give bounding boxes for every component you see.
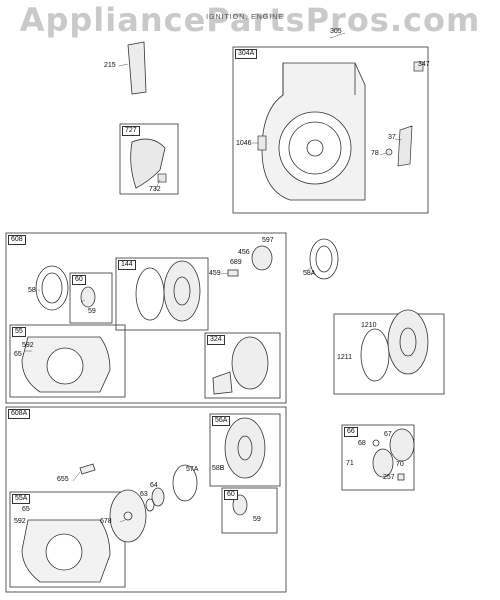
diagram-subtitle: IGNITION, ENGINE (206, 14, 284, 21)
callout-144: 144 (118, 260, 136, 270)
ratchet-324-part (212, 371, 233, 395)
callout-459: 459 (209, 270, 221, 277)
spring-64-part (151, 487, 165, 507)
ratchet-70-part (372, 448, 394, 478)
callout-70: 70 (396, 461, 404, 468)
housing-55A-opening (45, 533, 83, 571)
callout-78: 78 (371, 150, 379, 157)
callout-57A: 57A (186, 466, 199, 473)
part-347 (413, 61, 424, 72)
callout-55A: 55A (12, 494, 31, 504)
watermark-logo: AppliancePartsPros.com (19, 1, 481, 39)
screw-257-part (397, 473, 405, 481)
pulley-60b-part (232, 494, 248, 516)
group-frame-56A (209, 413, 281, 487)
callout-592: 592 (22, 342, 34, 349)
callout-63: 63 (140, 491, 148, 498)
group-frame-1210 (333, 313, 445, 395)
callout-655: 655 (57, 476, 69, 483)
bracket-215-part (127, 41, 147, 95)
spring-58A-part (309, 238, 339, 280)
callout-1046: 1046 (236, 140, 252, 147)
callout-59: 59 (88, 308, 96, 315)
callout-64: 64 (150, 482, 158, 489)
group-frame-727 (119, 123, 179, 195)
spring-57A-part (172, 464, 198, 502)
group-frame-55 (9, 324, 126, 398)
group-frame-60 (69, 272, 113, 324)
group-frame-608 (5, 232, 287, 404)
callout-1210: 1210 (361, 322, 377, 329)
callout-67: 67 (384, 431, 392, 438)
callout-66: 66 (344, 427, 358, 437)
screw-78-part (385, 148, 393, 156)
callout-324: 324 (207, 335, 225, 345)
callout-304A: 304A (235, 49, 258, 59)
group-frame-304A (232, 46, 429, 214)
dog-67-part (389, 428, 415, 462)
group-frame-60b (221, 487, 278, 534)
group-frame-144 (115, 257, 209, 331)
housing-55-opening (46, 347, 84, 385)
callout-58: 58 (28, 287, 36, 294)
callout-71: 71 (346, 460, 354, 467)
callout-689: 689 (230, 259, 242, 266)
group-frame-324 (204, 332, 281, 399)
cup-456-part (251, 245, 273, 271)
callout-55: 55 (12, 327, 26, 337)
callout-608A: 608A (8, 409, 31, 419)
callout-60: 60 (72, 275, 86, 285)
spring-144-part (135, 267, 165, 321)
callout-65b: 65 (22, 506, 30, 513)
callout-58B: 58B (212, 465, 225, 472)
pulley-56A-hub (237, 435, 253, 461)
pulley-1210-hub (399, 327, 417, 357)
spring-58-part (35, 265, 69, 311)
callout-59b: 59 (253, 516, 261, 523)
group-frame-608A (5, 406, 287, 593)
callout-60b: 60 (224, 490, 238, 500)
callout-257: 257 (383, 474, 395, 481)
pulley-144-hub (173, 276, 191, 306)
screw-732-part (157, 173, 167, 183)
callout-732: 732 (149, 186, 161, 193)
callout-37: 37 (388, 134, 396, 141)
baffle-37-part (397, 125, 413, 167)
callout-608: 608 (8, 235, 26, 245)
pulley-56A-part (224, 417, 266, 479)
washer-63-part (145, 498, 155, 512)
pulley-1210-part (387, 309, 429, 375)
callout-727: 727 (122, 126, 140, 136)
callout-56A: 56A (212, 416, 231, 426)
clip-655-part (79, 463, 96, 475)
callout-1211: 1211 (337, 354, 353, 361)
callout-68: 68 (358, 440, 366, 447)
group-frame-66 (341, 424, 415, 491)
callout-678: 678 (100, 518, 112, 525)
callout-597: 597 (262, 237, 274, 244)
spring-58-inner (41, 272, 63, 304)
plate-678-hole (123, 511, 133, 521)
part-1046 (257, 135, 267, 151)
blower-housing-part (261, 62, 366, 201)
pulley-60-part (80, 286, 96, 308)
callout-347: 347 (418, 61, 430, 68)
plate-678-part (109, 489, 147, 543)
callout-215: 215 (104, 62, 116, 69)
screw-689-part (227, 269, 239, 277)
pin-68-part (372, 439, 380, 447)
callout-456: 456 (238, 249, 250, 256)
cup-324-part (231, 336, 269, 390)
callout-592b: 592 (14, 518, 26, 525)
callout-58A: 58A (303, 270, 316, 277)
spring-1211-part (360, 328, 390, 382)
spring-58A-inner (315, 245, 333, 273)
pulley-144-part (163, 260, 201, 322)
air-guide-727-part (130, 138, 166, 189)
callout-65: 65 (14, 351, 22, 358)
callout-305: 305 (330, 28, 342, 35)
